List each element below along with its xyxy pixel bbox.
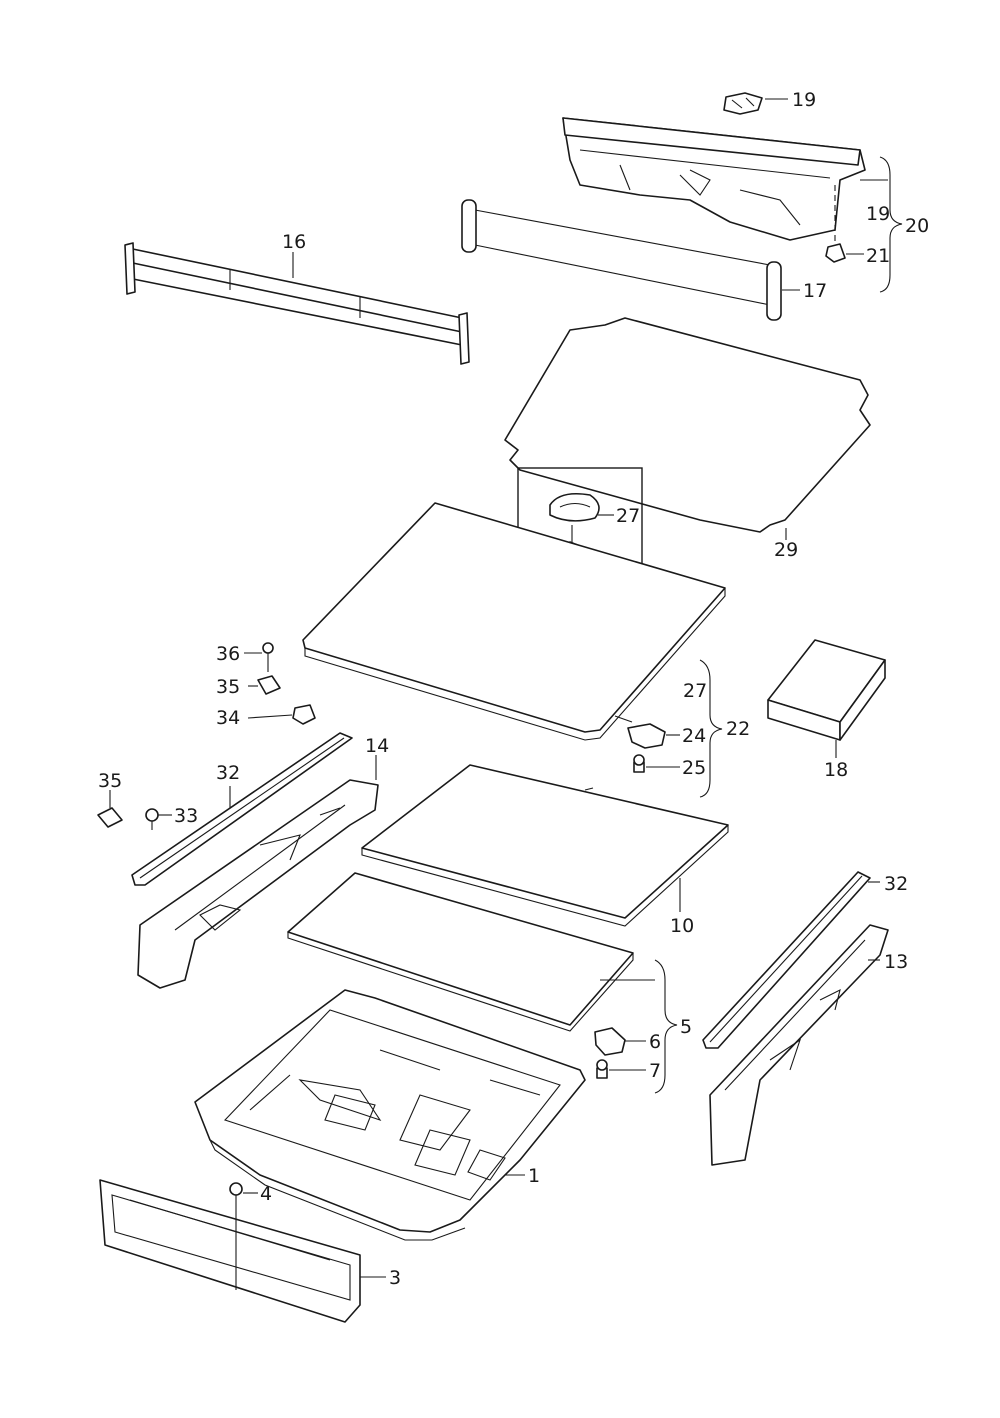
floor-pan-1	[194, 989, 586, 1241]
bolt-25	[633, 754, 645, 773]
clip-35-left	[97, 807, 123, 828]
clip-35-top	[257, 675, 281, 695]
callout-21: 21	[866, 245, 890, 267]
bracket-20	[879, 156, 903, 293]
clip-part-21	[825, 243, 846, 263]
callout-33: 33	[174, 805, 198, 827]
callout-18: 18	[824, 759, 848, 781]
callout-5: 5	[680, 1016, 692, 1038]
leader-34	[247, 714, 293, 719]
floor-mat-29	[504, 317, 871, 533]
floor-panel-upper	[302, 502, 726, 741]
callout-4: 4	[260, 1183, 272, 1205]
callout-7: 7	[649, 1060, 661, 1082]
callout-19-bracket: 19	[866, 203, 890, 225]
floor-panel-10	[361, 764, 729, 927]
hinge-bracket-24	[614, 715, 666, 749]
screw-33	[145, 808, 159, 830]
callout-19-top: 19	[792, 89, 816, 111]
callout-29: 29	[774, 539, 798, 561]
callout-10: 10	[670, 915, 694, 937]
callout-1: 1	[528, 1165, 540, 1187]
callout-13: 13	[884, 951, 908, 973]
rear-panel-3	[99, 1179, 361, 1323]
trim-strip-32-left	[131, 732, 353, 886]
callout-32-left: 32	[216, 762, 240, 784]
trim-strip-32-right	[702, 871, 871, 1049]
clip-part-19	[723, 92, 763, 115]
rear-trim-panel	[562, 117, 866, 241]
callout-17: 17	[803, 280, 827, 302]
callout-34: 34	[216, 707, 240, 729]
callout-3: 3	[389, 1267, 401, 1289]
callout-27-bracket: 27	[683, 680, 707, 702]
roller-cover-17	[461, 199, 782, 321]
callout-32-right: 32	[884, 873, 908, 895]
callout-22: 22	[726, 718, 750, 740]
side-rail-13	[709, 924, 889, 1166]
callout-14: 14	[365, 735, 389, 757]
callout-36: 36	[216, 643, 240, 665]
callout-24: 24	[682, 725, 706, 747]
bracket-22	[699, 659, 723, 798]
floor-panel-5	[287, 872, 634, 1032]
bracket-part-6	[594, 1027, 626, 1056]
bracket-5	[654, 959, 678, 1094]
callout-27-box: 27	[616, 505, 640, 527]
screw-36	[262, 642, 274, 672]
callout-16: 16	[282, 231, 306, 253]
storage-box-18	[767, 639, 886, 741]
cargo-bar-16	[124, 242, 470, 365]
callout-6: 6	[649, 1031, 661, 1053]
bolt-7	[596, 1059, 608, 1079]
callout-20: 20	[905, 215, 929, 237]
callout-35-left: 35	[98, 770, 122, 792]
callout-25: 25	[682, 757, 706, 779]
side-rail-14	[137, 779, 379, 989]
callout-35-top: 35	[216, 676, 240, 698]
clip-34	[292, 704, 316, 725]
screw-4	[229, 1182, 243, 1290]
